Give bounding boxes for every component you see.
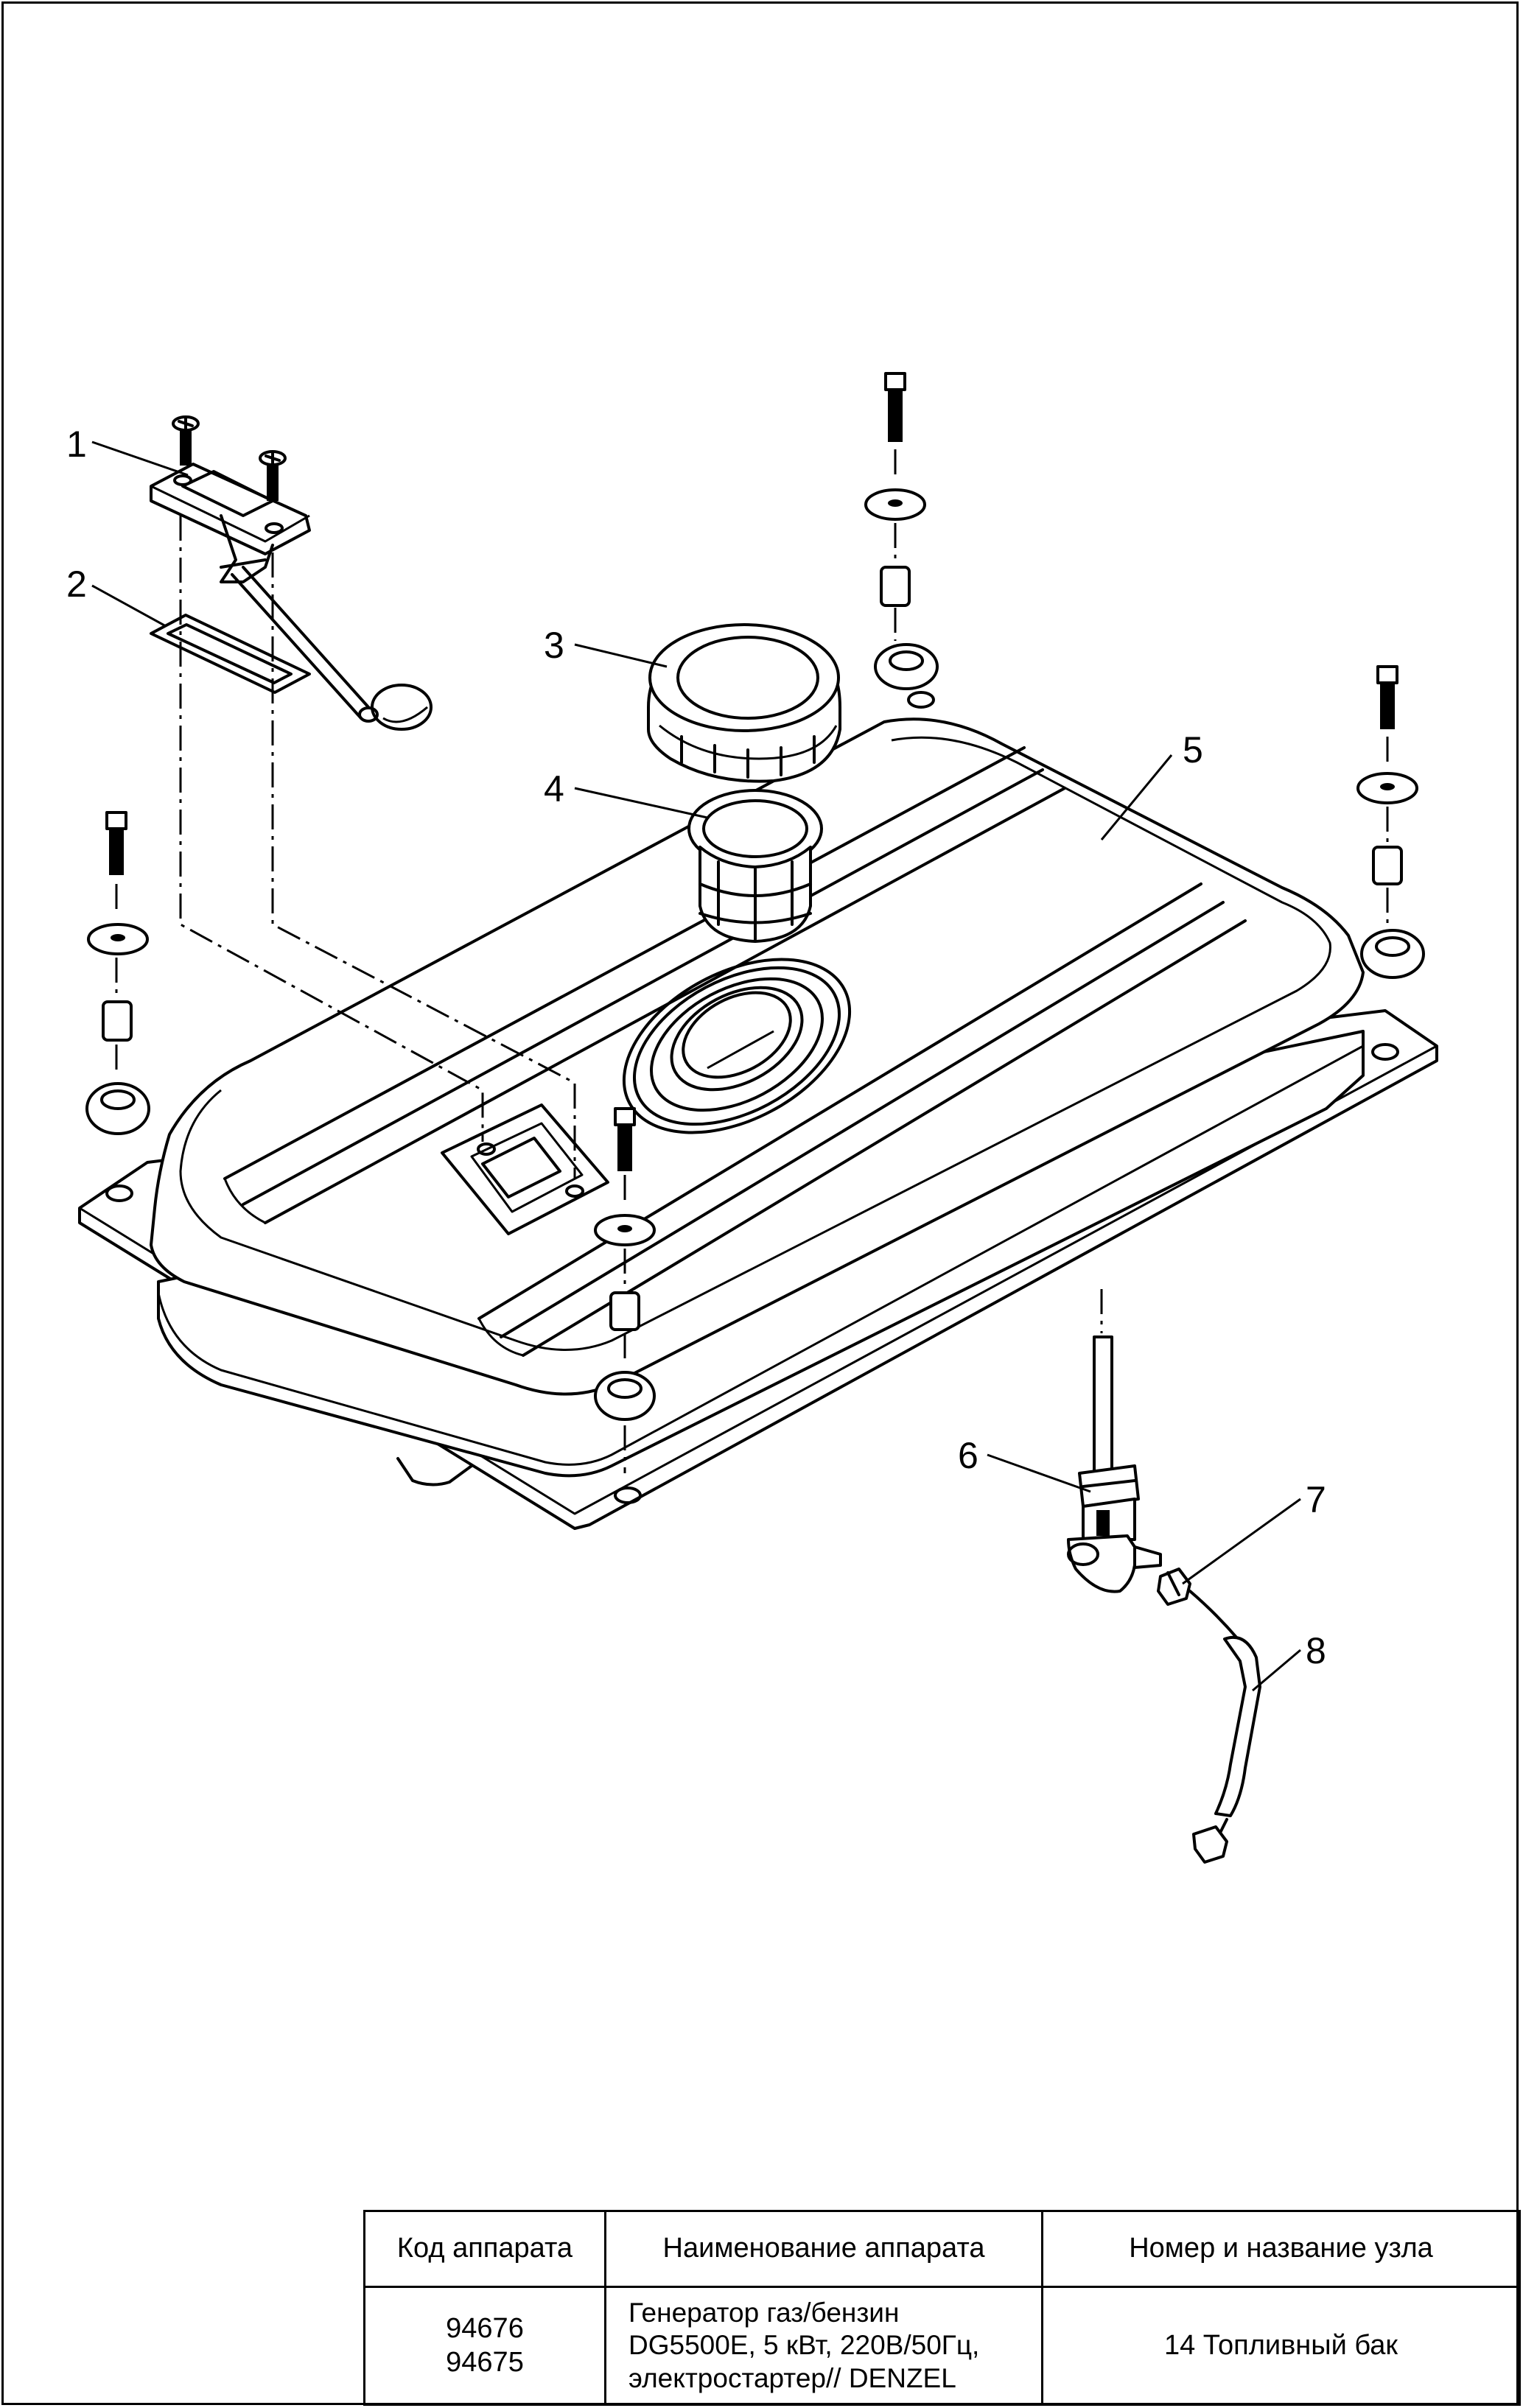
device-code: 94676 xyxy=(446,2312,524,2344)
callout-2: 2 xyxy=(66,564,87,605)
device-name: Генератор газ/бензин DG5500E, 5 кВт, 220… xyxy=(604,2286,1043,2406)
callout-7: 7 xyxy=(1306,1479,1326,1520)
node-name: 14 Топливный бак xyxy=(1041,2286,1521,2406)
title-block: Код аппарата Наименование аппарата Номер… xyxy=(363,2210,1521,2406)
callout-6: 6 xyxy=(958,1435,978,1476)
gauge-screw-1 xyxy=(172,415,200,466)
title-block-header-row: Код аппарата Наименование аппарата Номер… xyxy=(363,2210,1521,2288)
tank-upper-body xyxy=(150,717,1365,1396)
mount-stack-front xyxy=(594,1107,656,1473)
mount-stack-right xyxy=(1356,665,1425,979)
header-code: Код аппарата xyxy=(363,2210,606,2288)
callout-3: 3 xyxy=(544,625,564,666)
header-name: Наименование аппарата xyxy=(604,2210,1043,2288)
assembly-guide-lines xyxy=(179,516,1103,1333)
header-node: Номер и название узла xyxy=(1041,2210,1521,2288)
callout-4: 4 xyxy=(544,768,564,810)
callout-1: 1 xyxy=(66,424,87,465)
fuel-tap xyxy=(1067,1335,1162,1593)
device-codes: 94676 94675 xyxy=(363,2286,606,2406)
device-name-line: Генератор газ/бензин xyxy=(629,2297,900,2328)
hose-clamp xyxy=(1157,1568,1191,1606)
leader-lines xyxy=(91,440,1301,1692)
fuel-strainer xyxy=(687,789,823,943)
tank-filler-neck xyxy=(622,958,852,1134)
fuel-hose xyxy=(1188,1590,1261,1864)
mount-stack-top xyxy=(864,372,939,690)
device-code: 94675 xyxy=(446,2346,524,2378)
mount-stack-left xyxy=(85,811,150,1135)
title-block-data-row: 94676 94675 Генератор газ/бензин DG5500E… xyxy=(363,2286,1521,2406)
callout-8: 8 xyxy=(1306,1630,1326,1671)
fuel-cap xyxy=(647,623,841,783)
device-name-line: электростартер// DENZEL xyxy=(629,2362,956,2393)
device-name-line: DG5500E, 5 кВт, 220В/50Гц, xyxy=(629,2330,980,2361)
fuel-gauge-assembly xyxy=(150,463,433,731)
gauge-screw-2 xyxy=(259,450,287,501)
gauge-gasket xyxy=(150,614,311,694)
callout-5: 5 xyxy=(1183,729,1203,771)
